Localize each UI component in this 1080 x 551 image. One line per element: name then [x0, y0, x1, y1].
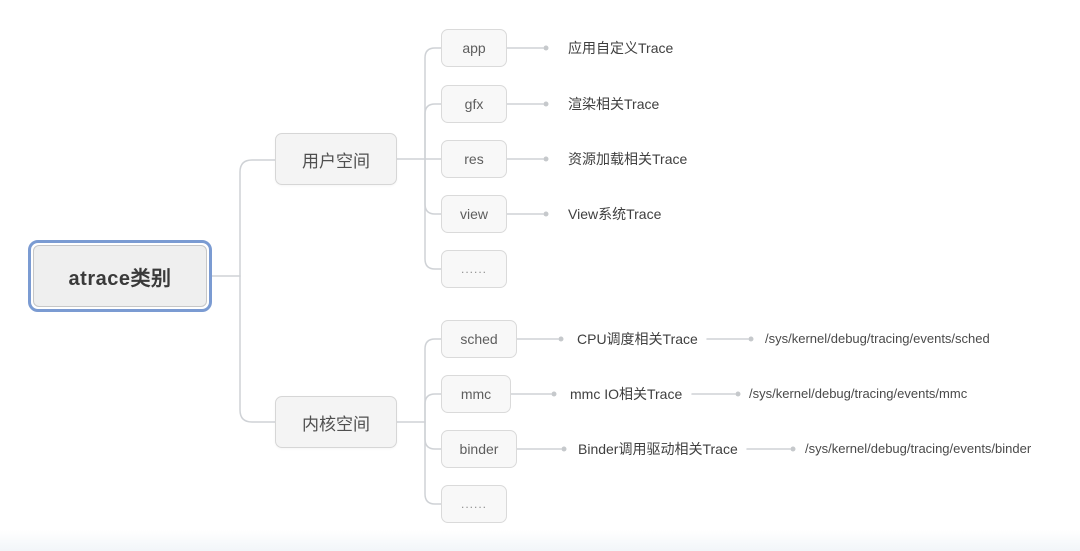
connector-kernel-space-to-binder: [424, 421, 442, 450]
desc-app[interactable]: 应用自定义Trace: [568, 40, 674, 56]
connector-root-to-kernel-space: [239, 275, 276, 423]
root-node-atrace[interactable]: atrace类别: [28, 240, 212, 312]
arrow-dot: [790, 446, 796, 452]
leaf-node-app[interactable]: app: [441, 29, 507, 67]
arrow-dot: [551, 391, 557, 397]
connector-user-space-to-view: [424, 158, 442, 215]
leaf-node-mmc[interactable]: mmc: [441, 375, 511, 413]
arrow-dot: [543, 45, 549, 51]
connector-user-space-to-app: [424, 47, 442, 160]
arrow-dot: [543, 101, 549, 107]
page-bottom-edge: [0, 530, 1080, 551]
arrow-dot: [735, 391, 741, 397]
connector-root-to-user-space: [239, 159, 276, 277]
root-node-label: atrace类别: [33, 245, 207, 307]
connector-user-space-to-gfx: [424, 103, 442, 160]
arrow-dot: [543, 211, 549, 217]
arrow-dot: [748, 336, 754, 342]
trace-path-sched[interactable]: /sys/kernel/debug/tracing/events/sched: [765, 331, 990, 346]
leaf-node-binder[interactable]: binder: [441, 430, 517, 468]
branch-node-kernel-space[interactable]: 内核空间: [275, 396, 397, 448]
trace-path-binder[interactable]: /sys/kernel/debug/tracing/events/binder: [805, 441, 1032, 456]
desc-res[interactable]: 资源加载相关Trace: [568, 151, 688, 167]
connector-kernel-space-to-sched: [424, 338, 442, 423]
leaf-node-user-ellipsis[interactable]: ......: [441, 250, 507, 288]
desc-sched[interactable]: CPU调度相关Trace: [577, 331, 698, 347]
desc-gfx[interactable]: 渲染相关Trace: [568, 96, 660, 112]
trace-path-mmc[interactable]: /sys/kernel/debug/tracing/events/mmc: [749, 386, 968, 401]
desc-binder[interactable]: Binder调用驱动相关Trace: [578, 441, 738, 457]
arrow-dot: [558, 336, 564, 342]
desc-view[interactable]: View系统Trace: [568, 206, 662, 222]
connector-user-space-to-dots: [424, 158, 442, 270]
connector-kernel-space-to-mmc: [424, 393, 442, 423]
leaf-node-gfx[interactable]: gfx: [441, 85, 507, 123]
leaf-node-kernel-ellipsis[interactable]: ......: [441, 485, 507, 523]
leaf-node-sched[interactable]: sched: [441, 320, 517, 358]
leaf-node-res[interactable]: res: [441, 140, 507, 178]
connector-kernel-space-to-dots: [424, 421, 442, 505]
leaf-node-view[interactable]: view: [441, 195, 507, 233]
arrow-dot: [543, 156, 549, 162]
desc-mmc[interactable]: mmc IO相关Trace: [570, 386, 683, 402]
arrow-dot: [561, 446, 567, 452]
branch-node-user-space[interactable]: 用户空间: [275, 133, 397, 185]
